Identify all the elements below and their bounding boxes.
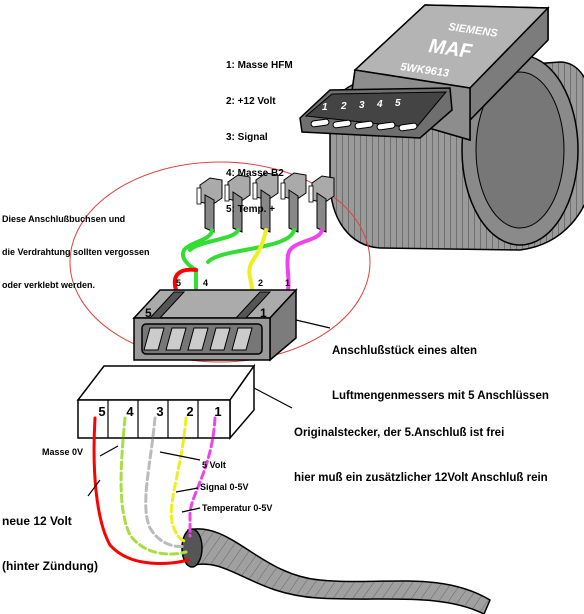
pinout-line: 4: Masse B2 [226,168,284,179]
wire-magenta [285,228,324,292]
lower-pin-label: 3 [156,404,163,419]
socket [308,175,335,233]
socket [224,174,251,233]
wire-label-1: 1 [285,278,290,288]
lower-wires [92,416,217,566]
maf-pin-number: 3 [359,100,365,111]
leader-lines [87,319,331,513]
socket [196,177,223,233]
caption-line: hier muß ein zusätzlicher 12Volt Anschlu… [294,472,548,484]
maf-pin-numbers: 1 2 3 4 5 [322,98,401,113]
caption-line: Anschlußstück eines alten [332,345,478,357]
lower-pin-label: 1 [214,404,221,419]
lower-pin-label: 4 [126,404,134,419]
pinout-line: 2: +12 Volt [226,96,276,107]
wire-yellow [247,228,268,292]
wire-grey-lower [144,416,188,548]
note-line: Diese Anschlußbuchsen und [2,214,126,224]
lower-connector-caption: Originalstecker, der 5.Anschluß ist frei… [294,396,548,501]
wire-green-yellow-lower [119,416,188,556]
wire-magenta-lower [188,416,217,538]
wire-green-c [206,228,296,264]
pinout-legend: 1: Masse HFM 2: +12 Volt 3: Signal 4: Ma… [226,36,293,228]
wire-label-2: 2 [258,278,263,288]
lower-pin-label: 5 [98,404,105,419]
wire-green-b [188,228,240,252]
label-temperatur: Temperatur 0-5V [202,503,273,513]
label-5volt: 5 Volt [202,460,226,470]
maf-pin-number: 2 [340,101,347,112]
upper-face-label-5: 5 [145,306,152,320]
lower-connector: 5 4 3 2 1 [76,363,256,441]
wire-green-a [181,228,214,290]
pinout-line: 3: Signal [226,132,268,143]
note-circle [69,161,371,363]
pinout-line: 5: Temp. + [226,204,275,215]
upper-connector-caption: Anschlußstück eines alten Luftmengenmess… [332,314,549,419]
note-line: oder verklebt werden. [2,280,96,290]
wire-red-upper [172,267,198,292]
upper-face-label-1: 1 [260,306,267,320]
lower-pin-label: 2 [186,404,193,419]
upper-wires [172,228,324,292]
upper-connector: 5 1 [132,288,298,362]
new-12v-line: neue 12 Volt [2,514,72,528]
maf-pin-number: 4 [376,99,383,110]
note-line: die Verdrahtung sollten vergossen [2,247,150,257]
cable-end [181,528,203,568]
socket-row [196,172,335,233]
caption-line: Originalstecker, der 5.Anschluß ist frei [294,427,505,439]
caption-line: Luftmengenmessers mit 5 Anschlüssen [332,390,549,402]
maf-pins [310,118,418,132]
wire-red-lower [92,416,190,566]
socket [252,172,279,233]
wire-yellow-lower [169,416,188,544]
socket [280,172,307,233]
label-masse: Masse 0V [42,447,84,457]
note-text: Diese Anschlußbuchsen und die Verdrahtun… [2,192,150,302]
maf-sensor: 1 2 3 4 5 SIEMENS MAF 5WK9613 [299,4,584,251]
label-new-12v: neue 12 Volt (hinter Zündung) [2,484,98,589]
upper-wire-labels: 5 4 2 1 [176,278,290,288]
pinout-line: 1: Masse HFM [226,60,293,71]
maf-pin-number: 1 [322,102,328,113]
wire-label-4: 4 [203,278,208,288]
new-12v-line: (hinter Zündung) [2,559,98,573]
cable-sleeve [187,528,491,614]
wire-label-5: 5 [176,278,181,288]
label-signal: Signal 0-5V [200,482,249,492]
maf-pin-number: 5 [395,98,401,109]
